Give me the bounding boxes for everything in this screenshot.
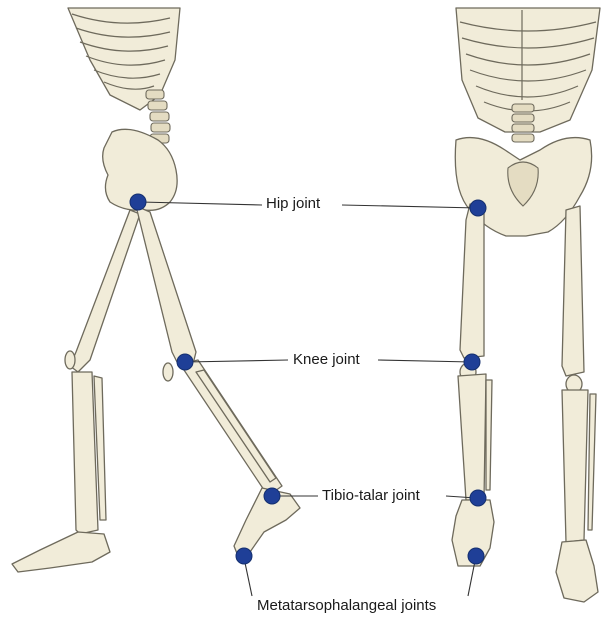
mtp-joint-marker-left: [236, 548, 252, 564]
tibiotalar-joint-marker-left: [264, 488, 280, 504]
tibiotalar-joint-marker-right: [470, 490, 486, 506]
hip-joint-marker-right: [470, 200, 486, 216]
knee-joint-marker-right: [464, 354, 480, 370]
left-foot-back: [12, 532, 110, 572]
right-skeleton-anterior: [452, 8, 600, 602]
right-ribcage: [456, 8, 600, 132]
knee-joint-label: Knee joint: [290, 351, 363, 369]
mtp-joint-marker-right: [468, 548, 484, 564]
hip-joint-label: Hip joint: [263, 195, 323, 213]
leader-lines: [140, 202, 478, 596]
knee-joint-marker-left: [177, 354, 193, 370]
tibiotalar-joint-label: Tibio-talar joint: [319, 487, 423, 505]
mtp-joints-label: Metatarsophalangeal joints: [254, 597, 439, 615]
left-femur-front: [136, 206, 196, 368]
hip-joint-marker-left: [130, 194, 146, 210]
joint-markers: [130, 194, 486, 564]
right-femur-left: [460, 204, 484, 358]
left-skeleton-lateral: [12, 8, 300, 572]
right-foot-right: [556, 540, 598, 602]
left-femur-back: [70, 210, 140, 372]
right-femur-right: [562, 206, 584, 376]
